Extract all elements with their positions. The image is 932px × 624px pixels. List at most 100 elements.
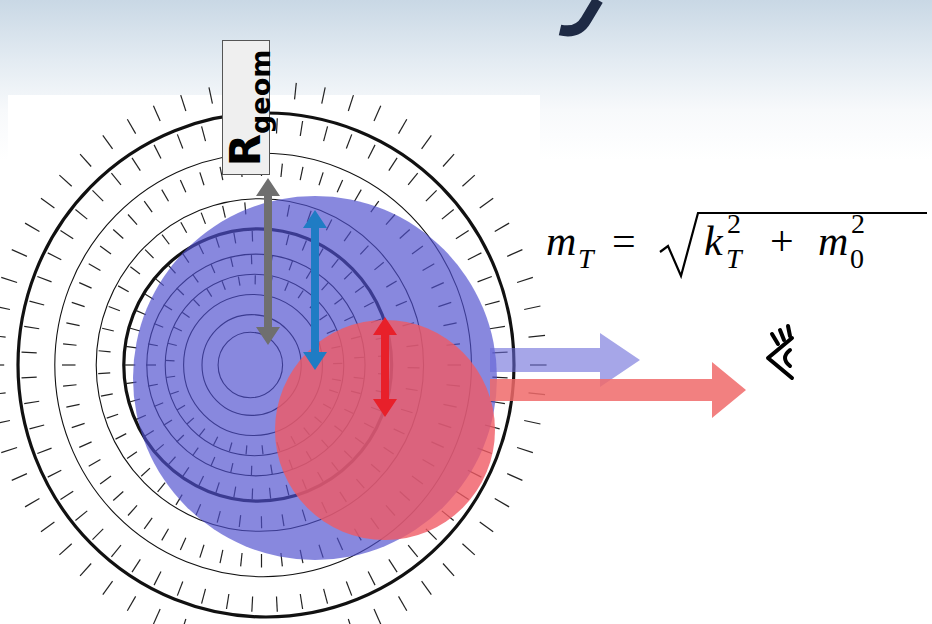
formula-subscript: T: [578, 245, 594, 273]
flow-tick: [130, 328, 140, 331]
flow-tick: [295, 83, 297, 100]
flow-tick: [162, 529, 169, 541]
flow-tick: [100, 476, 111, 484]
flow-tick: [127, 596, 135, 610]
blue-source: [133, 196, 497, 560]
flow-tick: [524, 306, 540, 309]
flow-tick: [468, 253, 482, 260]
flow-tick: [319, 172, 323, 185]
flow-tick: [180, 180, 185, 192]
flow-tick: [422, 135, 432, 148]
flow-tick: [177, 581, 182, 595]
formula-subscript: T: [726, 245, 742, 273]
flow-tick: [408, 173, 418, 185]
flow-tick: [60, 491, 73, 499]
flow-tick: [348, 619, 353, 624]
flow-tick: [75, 511, 87, 521]
flow-tick: [72, 423, 85, 427]
flow-tick: [29, 425, 44, 429]
flow-tick: [132, 158, 140, 171]
flow-tick: [181, 95, 186, 111]
flow-tick: [0, 421, 10, 424]
flow-tick: [422, 581, 432, 594]
flow-tick: [66, 404, 79, 407]
flow-tick: [529, 335, 546, 337]
flow-tick: [145, 250, 153, 258]
flow-tick: [478, 276, 492, 281]
flow-tick: [113, 230, 123, 239]
flow-tick: [111, 545, 121, 557]
flow-tick: [29, 301, 44, 305]
flow-tick: [485, 301, 500, 305]
flow-tick: [324, 126, 328, 141]
square-root-sign: [660, 213, 927, 276]
flow-tick: [130, 267, 140, 274]
flow-tick: [144, 201, 152, 212]
eye-symbol: [768, 326, 792, 378]
flow-tick: [37, 276, 51, 281]
flow-tick: [200, 172, 204, 185]
flow-tick: [0, 393, 6, 395]
flow-ring: [18, 113, 514, 617]
flow-tick: [127, 452, 137, 459]
flow-tick: [113, 491, 123, 500]
flow-tick: [126, 346, 137, 348]
flow-tick: [374, 609, 381, 624]
formula-variable: m: [546, 220, 576, 262]
flow-tick: [456, 230, 469, 238]
flow-tick: [127, 119, 135, 133]
rotated-label: Rgeom: [225, 49, 267, 166]
flow-tick: [22, 377, 37, 379]
flow-tick: [355, 190, 362, 202]
flow-tick: [154, 145, 161, 159]
flow-tick: [24, 326, 39, 328]
flow-tick: [202, 589, 206, 604]
flow-tick: [48, 253, 62, 260]
flow-tick: [462, 175, 474, 186]
flow-tick: [72, 302, 85, 306]
flow-tick: [1, 448, 17, 453]
flow-tick: [12, 474, 27, 481]
flow-tick: [490, 326, 505, 328]
flow-tick: [48, 470, 62, 477]
flow-tick: [136, 310, 146, 314]
flow-tick: [89, 264, 101, 271]
flow-tick: [399, 119, 407, 133]
blue-radius-arrow: [303, 210, 327, 370]
flow-tick: [141, 468, 150, 476]
flow-tick: [102, 328, 114, 331]
flow-tick: [241, 553, 242, 566]
flow-tick: [118, 286, 128, 292]
flow-tick: [24, 401, 39, 403]
flow-tick: [128, 505, 137, 515]
flow-tick: [480, 198, 493, 208]
flow-tick: [226, 594, 228, 609]
red-radius-arrow: [373, 317, 397, 417]
flow-tick: [132, 559, 140, 572]
flow-tick: [389, 158, 397, 171]
flow-tick: [75, 210, 87, 220]
red-emission-arrow: [490, 362, 746, 418]
flow-tick: [79, 283, 91, 288]
flow-tick: [442, 210, 454, 220]
formula-exponent: 2: [727, 210, 741, 238]
flow-tick: [300, 594, 302, 609]
figure-panel: [8, 95, 540, 624]
flow-tick: [25, 499, 39, 507]
flow-tick: [495, 223, 509, 231]
flow-tick: [346, 134, 351, 148]
flow-tick: [517, 277, 533, 282]
flow-tick: [107, 414, 118, 418]
flow-tick: [59, 544, 71, 555]
flow-tick: [92, 190, 103, 201]
formula-operator: +: [770, 220, 794, 262]
flow-tick: [25, 223, 39, 231]
flow-tick: [1, 277, 17, 282]
formula-subscript: 0: [850, 245, 864, 273]
flow-tick: [507, 250, 522, 257]
flow-tick: [154, 572, 161, 586]
flow-tick: [162, 235, 169, 245]
flow-tick: [12, 250, 27, 257]
flow-tick: [109, 307, 120, 311]
